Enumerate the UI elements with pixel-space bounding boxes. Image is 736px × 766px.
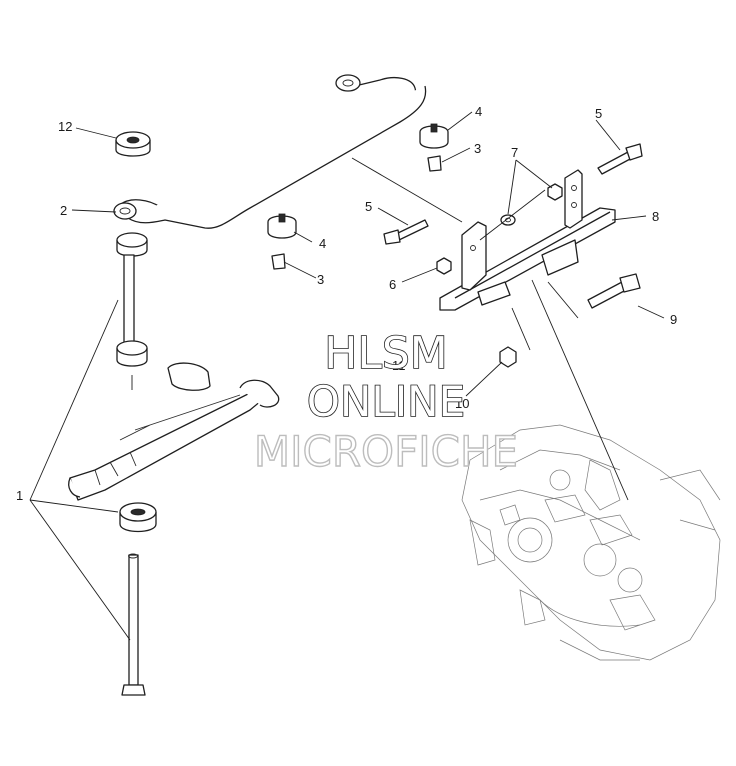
bushing-lower <box>119 502 157 533</box>
bolt-9 <box>587 273 641 309</box>
stabilizer-bar <box>113 74 427 229</box>
clamp-4-middle <box>267 213 297 239</box>
callout-8: 8 <box>652 209 659 224</box>
callout-leaders <box>29 111 665 641</box>
callout-5-left: 5 <box>365 199 372 214</box>
callout-11: 11 <box>392 358 406 373</box>
watermark-line-1: HLSM <box>324 328 448 379</box>
bolt-5-left <box>383 219 429 245</box>
callout-3-middle: 3 <box>317 272 324 287</box>
transmission-ghost <box>461 424 721 661</box>
callout-4-upper: 4 <box>475 104 482 119</box>
callout-12: 12 <box>58 119 72 134</box>
nut-10 <box>499 346 517 368</box>
bushing-12 <box>115 131 151 157</box>
clamp-4-upper <box>419 123 449 149</box>
callout-labels: 12 2 1 4 3 4 3 5 5 6 7 8 9 10 11 <box>16 104 677 503</box>
long-bolt <box>121 553 146 696</box>
callout-4-middle: 4 <box>319 236 326 251</box>
callout-2: 2 <box>60 203 67 218</box>
callout-1: 1 <box>16 488 23 503</box>
link-rod-upper <box>116 232 148 367</box>
pin-3-upper <box>427 155 442 172</box>
bracket-8 <box>439 169 616 311</box>
nut-6 <box>436 257 452 275</box>
callout-5-right: 5 <box>595 106 602 121</box>
callout-7: 7 <box>511 145 518 160</box>
watermark: HLSM ONLINE MICROFICHE <box>253 327 519 477</box>
lower-arm <box>68 362 280 501</box>
watermark-line-2: ONLINE <box>307 377 465 426</box>
assembly-guides <box>131 157 629 501</box>
callout-10: 10 <box>455 396 469 411</box>
bolt-5-right <box>597 143 643 175</box>
callout-9: 9 <box>670 312 677 327</box>
washer-7 <box>500 214 516 226</box>
pin-3-middle <box>271 253 286 270</box>
watermark-line-3: MICROFICHE <box>254 427 518 476</box>
callout-3-upper: 3 <box>474 141 481 156</box>
callout-6: 6 <box>389 277 396 292</box>
